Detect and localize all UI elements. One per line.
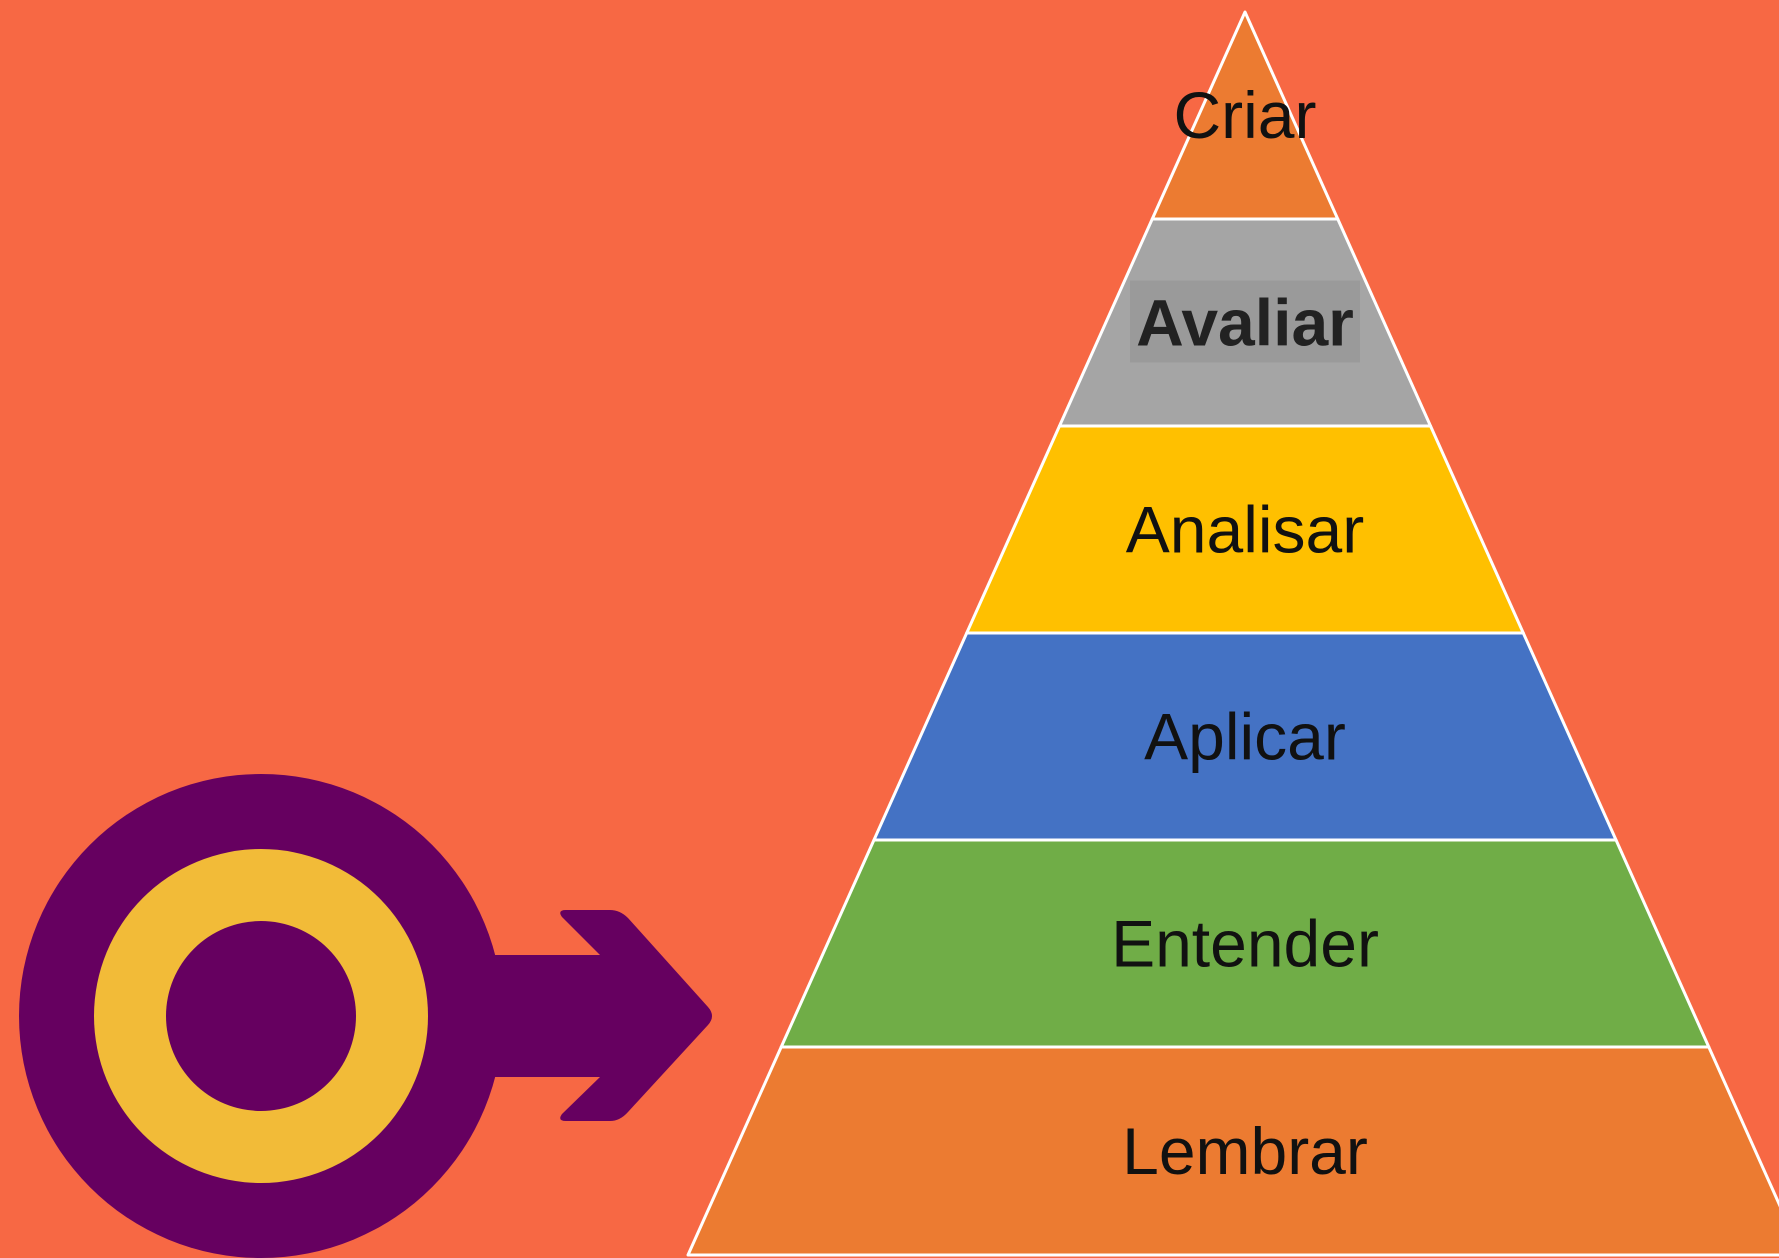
level-label-aplicar: Aplicar bbox=[1144, 700, 1346, 774]
level-label-entender: Entender bbox=[1111, 907, 1379, 981]
pyramid: CriarAvaliarAnalisarAplicarEntenderLembr… bbox=[686, 10, 1779, 1257]
label-highlight bbox=[1130, 280, 1360, 363]
ring-with-arrow-icon bbox=[19, 774, 712, 1258]
level-label-criar: Criar bbox=[1174, 78, 1317, 152]
level-label-lembrar: Lembrar bbox=[1122, 1114, 1368, 1188]
pyramid-level-lembrar bbox=[686, 1045, 1779, 1257]
level-label-analisar: Analisar bbox=[1126, 493, 1364, 567]
logo-inner-circle bbox=[166, 921, 356, 1111]
level-label-avaliar: Avaliar bbox=[1136, 286, 1354, 360]
arrow-right-icon bbox=[440, 910, 712, 1121]
